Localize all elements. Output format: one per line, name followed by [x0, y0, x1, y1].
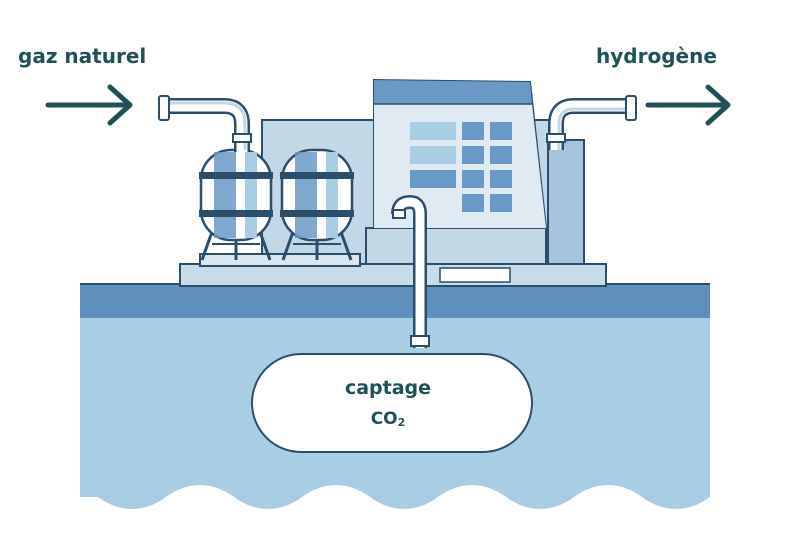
platform [179, 263, 607, 287]
input-label: gaz naturel [18, 44, 147, 68]
ground-surface [80, 284, 710, 318]
co2-main-text: CO [370, 409, 398, 429]
inlet-pipe [158, 95, 252, 152]
storage-co2-label: CO2 [268, 409, 508, 429]
co2-storage-capsule [251, 353, 533, 453]
window-grid [410, 122, 512, 212]
side-building [547, 139, 585, 267]
arrow-right-icon [45, 84, 133, 126]
output-label: hydrogène [596, 44, 717, 68]
outlet-pipe [546, 95, 637, 150]
co2-pipe [391, 195, 430, 348]
platform-panel [439, 267, 511, 283]
platform-step [199, 253, 361, 267]
tank-right [280, 148, 354, 261]
storage-label: captage [344, 377, 432, 399]
arrow-right-icon [645, 84, 731, 126]
co2-subscript: 2 [397, 416, 406, 429]
